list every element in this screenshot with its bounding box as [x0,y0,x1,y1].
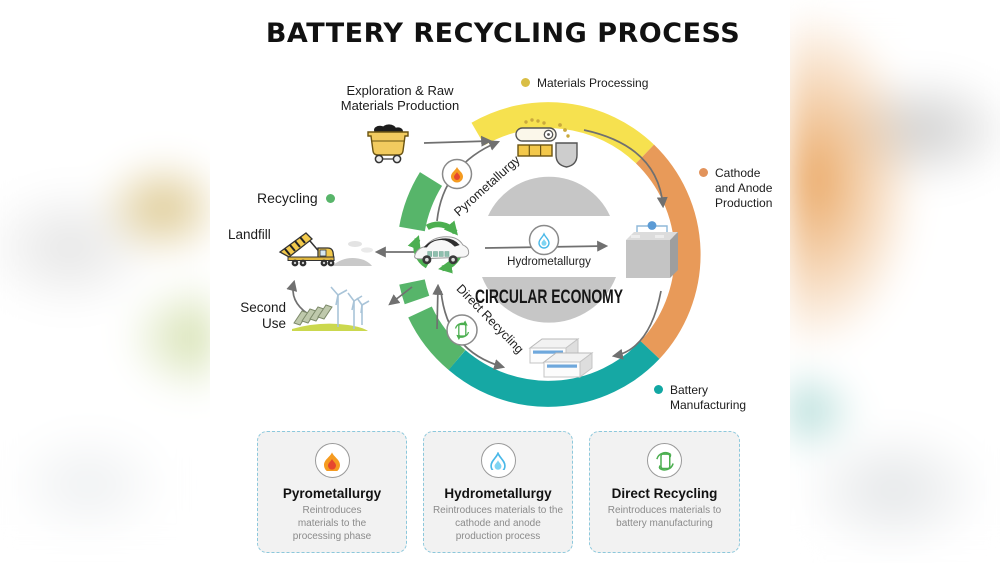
arrow-processing-to-cathode [583,129,668,209]
water-drop-icon [480,443,516,478]
ring-segment-recycling-upper [399,172,443,232]
battery-manufacturing-dot [654,385,663,394]
blurred-left-edge [0,0,215,563]
ring-segment-recycling-long [408,306,466,370]
arrow-second-use-to-landfill [286,279,309,315]
battery-recycle-icon [446,314,478,346]
process-cards: Pyrometallurgy Reintroduces materials to… [257,431,740,553]
label-second-use: Second Use [240,300,286,332]
recycling-dot [325,193,335,203]
mine-cart-icon [367,124,409,164]
water-drop-icon [528,224,560,256]
arrow-cathode-to-battery [611,290,662,360]
card-description: Reintroduces materials to the processing… [292,505,372,543]
ev-car-recycle-icon [407,220,470,274]
card-title: Direct Recycling [611,486,718,501]
arrow-return-to-car [432,283,444,330]
arrow-exploration-to-processing [423,135,493,147]
ring-segment-cathode-anode [635,144,701,359]
card-description: Reintroduces materials to battery manufa… [607,505,722,530]
fire-icon [441,158,473,190]
inner-gray-dome [488,176,610,216]
card-pyrometallurgy: Pyrometallurgy Reintroduces materials to… [257,431,407,553]
process-ring [399,102,701,407]
label-materials-processing: Materials Processing [521,76,648,91]
shredder-icon [515,118,578,168]
card-title: Hydrometallurgy [444,486,552,501]
ring-segment-materials-processing [471,102,654,164]
flow-arrows [286,129,668,370]
battery-cells-icon [528,338,594,378]
fire-icon [314,443,350,478]
inner-gray-bowl [482,277,616,323]
arrow-car-to-second-use [388,286,413,306]
label-hydrometallurgy: Hydrometallurgy [507,256,591,268]
label-circular-economy: CIRCULAR ECONOMY [475,287,623,308]
ring-segment-recycling-wedge [399,279,430,305]
page-title: BATTERY RECYCLING PROCESS [265,18,741,49]
label-exploration: Exploration & Raw Materials Production [340,83,460,114]
label-recycling: Recycling [257,190,335,206]
battery-recycle-icon [647,443,682,478]
solar-wind-icon [292,286,370,331]
dump-truck-icon [278,232,373,267]
label-landfill: Landfill [228,227,271,242]
card-description: Reintroduces materials to the cathode an… [432,505,564,543]
cathode-anode-dot [699,168,708,177]
card-hydrometallurgy: Hydrometallurgy Reintroduces materials t… [423,431,573,553]
card-direct-recycling: Direct Recycling Reintroduces materials … [589,431,740,553]
label-battery-manufacturing: Battery Manufacturing [654,383,746,413]
card-title: Pyrometallurgy [282,486,382,501]
blurred-right-edge [788,0,1000,563]
label-cathode-anode: Cathode and Anode Production [699,166,772,211]
materials-processing-dot [521,78,530,87]
battery-pack-icon [626,221,678,278]
ring-segment-battery-manufacturing [448,340,660,407]
